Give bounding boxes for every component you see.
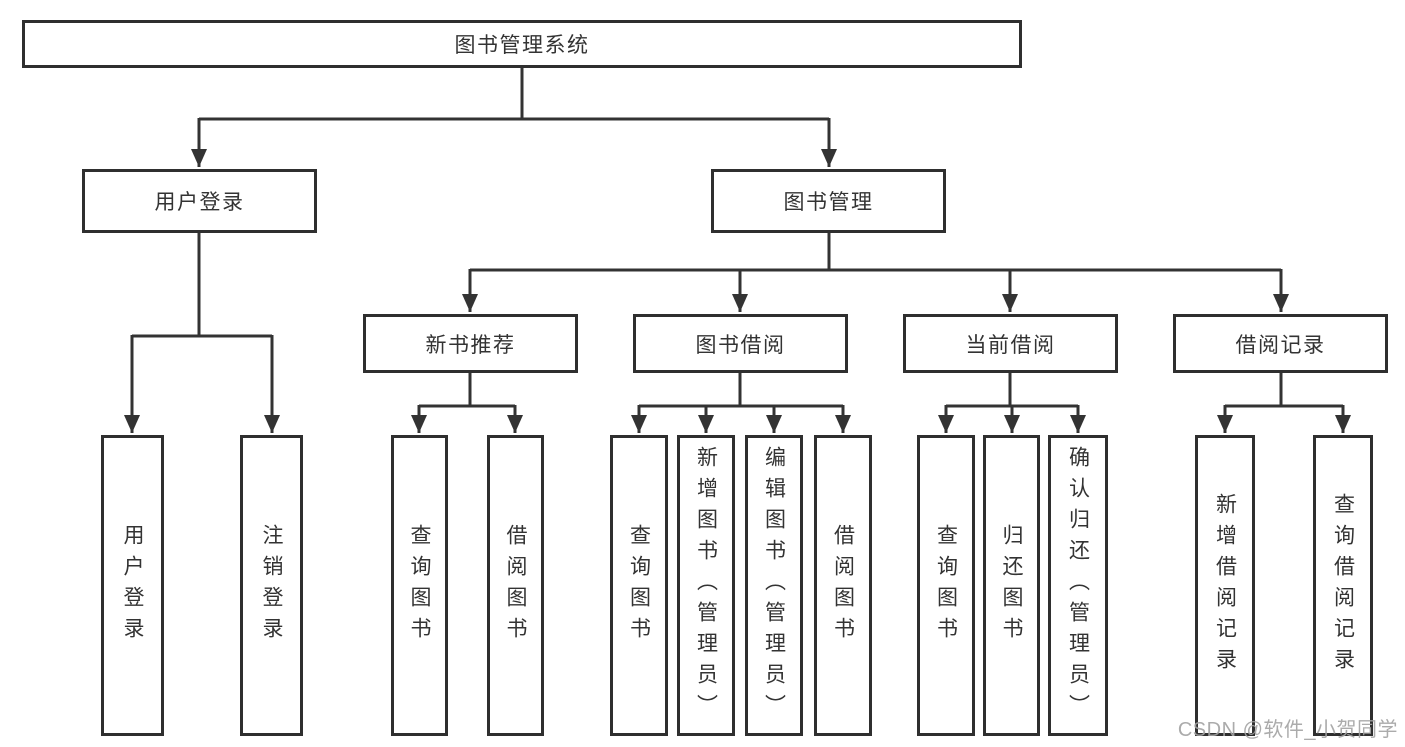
- node-label: 确认归还（管理员）: [1066, 446, 1090, 725]
- node-label: 注销登录: [260, 523, 283, 648]
- leaf-newbook-borrow-books: 借阅图书: [487, 435, 544, 736]
- node-root: 图书管理系统: [22, 20, 1022, 68]
- leaf-current-confirm-return-admin: 确认归还（管理员）: [1048, 435, 1108, 736]
- node-label: 图书管理系统: [454, 34, 590, 57]
- leaf-user-login: 用户登录: [101, 435, 164, 736]
- node-label: 图书借阅: [695, 333, 786, 357]
- leaf-borrow-add-books-admin: 新增图书（管理员）: [677, 435, 735, 736]
- connector-user-login-branch: [132, 232, 272, 338]
- leaf-borrow-edit-books-admin: 编辑图书（管理员）: [745, 435, 803, 736]
- node-book-management: 图书管理: [711, 169, 946, 233]
- node-label: 新书推荐: [425, 333, 516, 357]
- connector-book-mgmt-branch: [470, 232, 1281, 272]
- node-label: 新增图书（管理员）: [694, 446, 718, 725]
- node-label: 图书管理: [783, 191, 874, 214]
- node-label: 查询图书: [934, 523, 958, 648]
- node-label: 新增借阅记录: [1213, 492, 1237, 679]
- leaf-current-return-books: 归还图书: [983, 435, 1040, 736]
- connector-borrow-record-branch: [1225, 373, 1343, 408]
- node-label: 用户登录: [121, 523, 144, 648]
- node-user-login: 用户登录: [82, 169, 317, 233]
- csdn-watermark: CSDN @软件_小贺同学: [1177, 719, 1398, 741]
- leaf-record-add-borrow-record: 新增借阅记录: [1195, 435, 1255, 736]
- node-label: 当前借阅: [965, 333, 1056, 357]
- node-label: 查询借阅记录: [1331, 492, 1355, 679]
- connector-root-branch: [199, 68, 829, 121]
- node-label: 借阅图书: [831, 523, 855, 648]
- node-label: 查询图书: [627, 523, 651, 648]
- node-label: 归还图书: [1000, 523, 1023, 648]
- node-borrowing-records: 借阅记录: [1173, 314, 1388, 373]
- node-current-borrowing: 当前借阅: [903, 314, 1118, 373]
- node-label: 借阅图书: [504, 523, 527, 648]
- leaf-current-query-books: 查询图书: [917, 435, 975, 736]
- leaf-newbook-query-books: 查询图书: [391, 435, 448, 736]
- leaf-borrow-query-books: 查询图书: [610, 435, 668, 736]
- connector-book-borrow-branch: [639, 373, 843, 408]
- connector-new-book-branch: [419, 373, 515, 408]
- leaf-logout: 注销登录: [240, 435, 303, 736]
- node-book-borrowing: 图书借阅: [633, 314, 848, 373]
- node-new-book-recommend: 新书推荐: [363, 314, 578, 373]
- node-label: 查询图书: [408, 523, 431, 648]
- node-label: 借阅记录: [1235, 333, 1326, 357]
- connector-current-borrow-branch: [946, 373, 1078, 408]
- node-label: 用户登录: [154, 191, 245, 214]
- leaf-borrow-borrow-books: 借阅图书: [814, 435, 872, 736]
- leaf-record-query-borrow-record: 查询借阅记录: [1313, 435, 1373, 736]
- node-label: 编辑图书（管理员）: [762, 446, 786, 725]
